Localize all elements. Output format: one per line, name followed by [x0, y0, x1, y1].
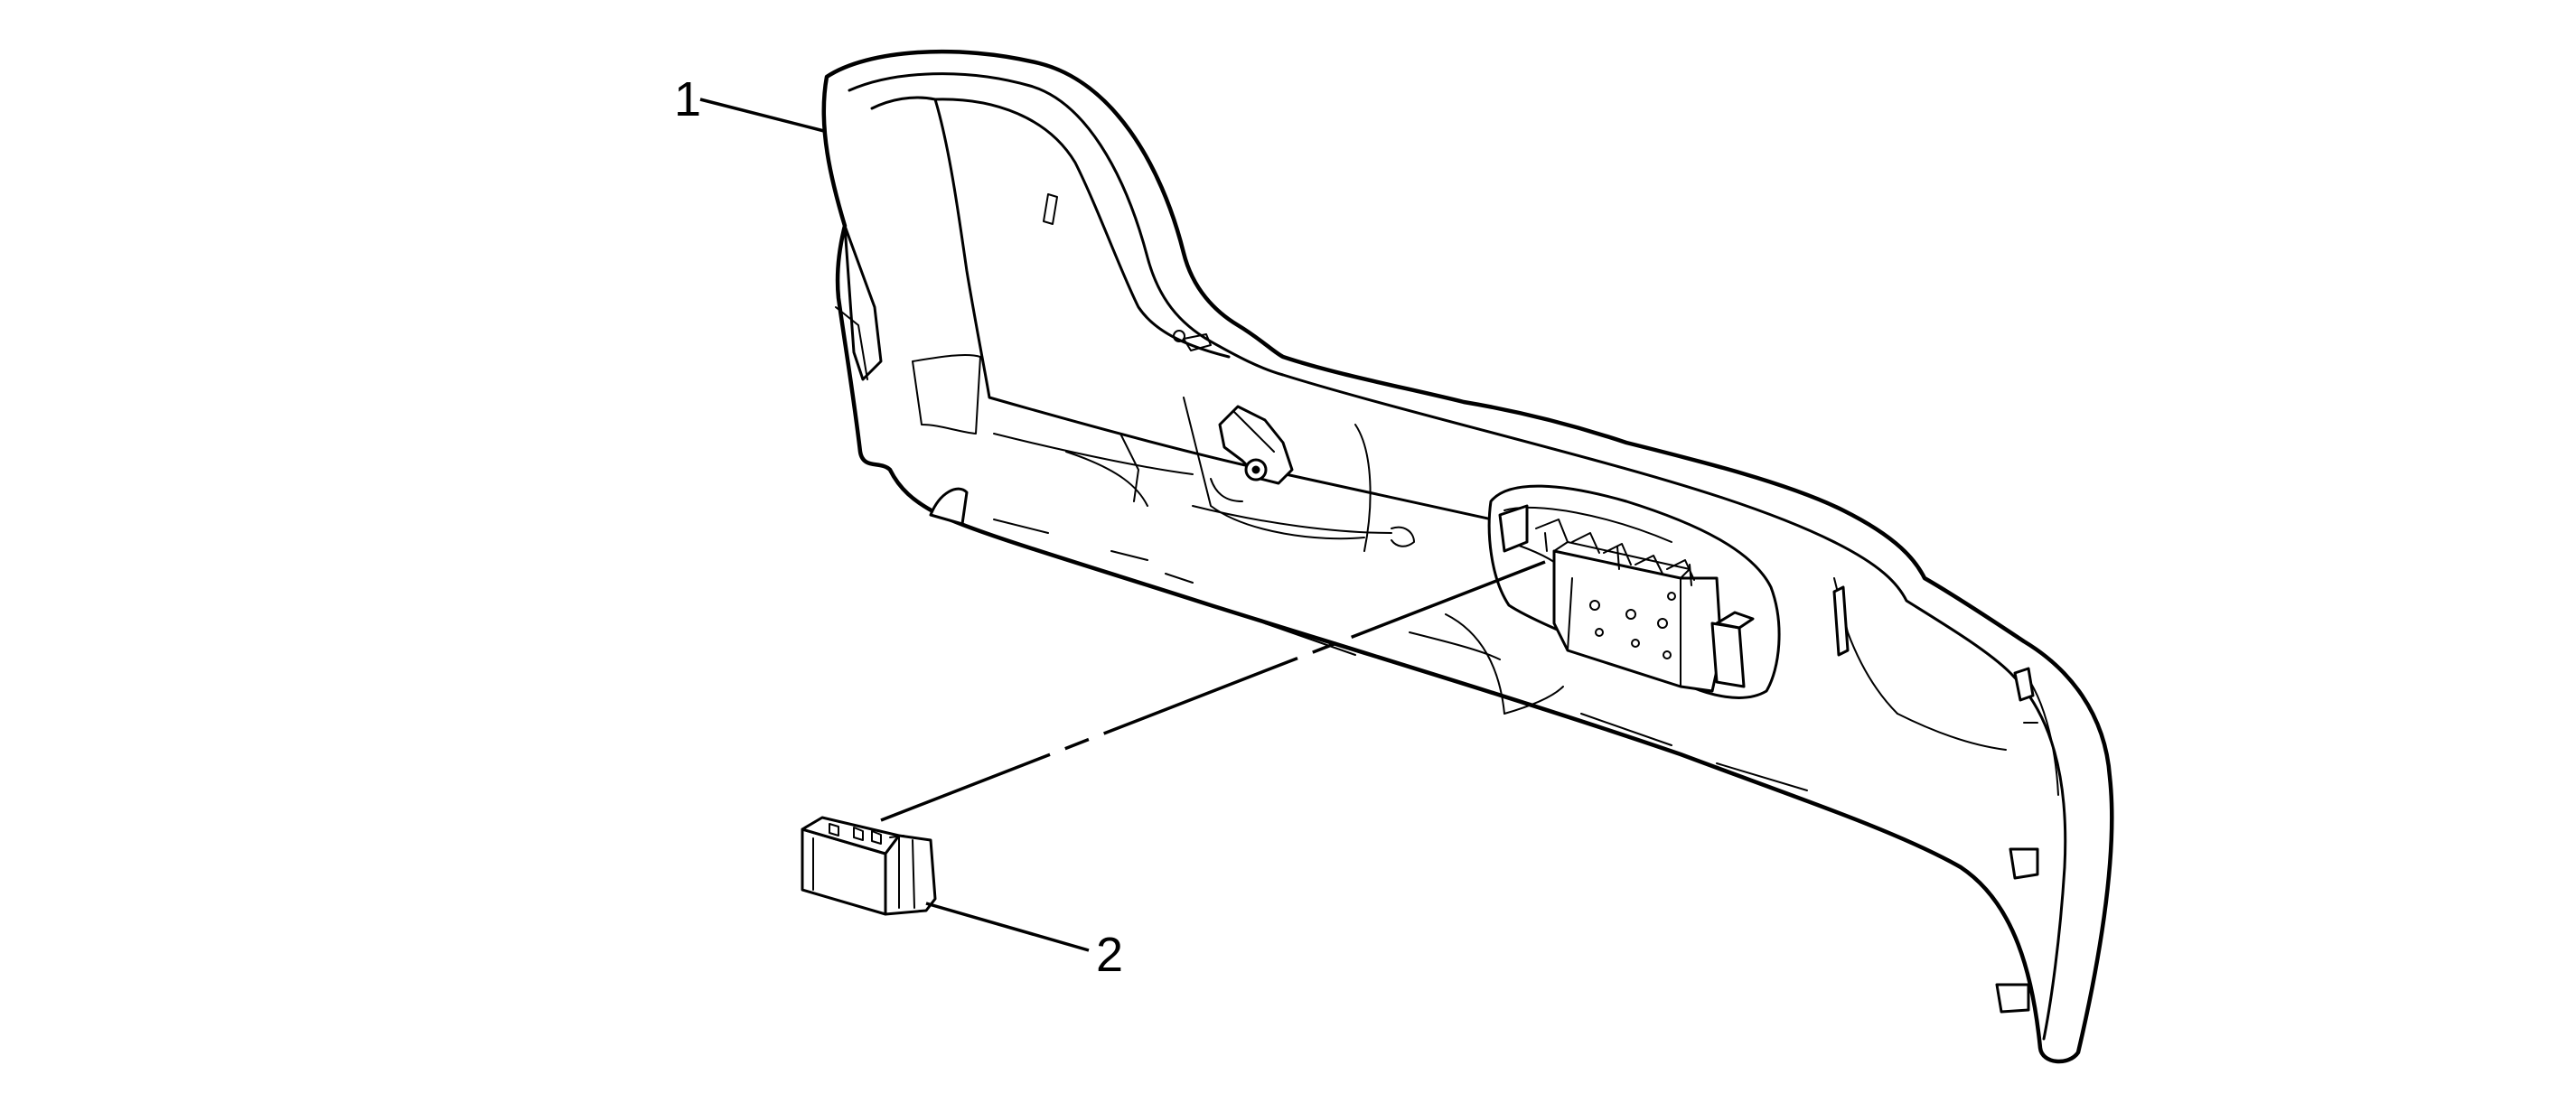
callout-2-label: 2	[1096, 928, 1123, 982]
callout-1-label: 1	[674, 72, 701, 126]
callout-1-leader	[699, 98, 825, 133]
explosion-line	[880, 560, 1546, 822]
switch-mount-bracket	[1487, 484, 1781, 699]
switch-module	[801, 816, 937, 916]
callout-2-leader	[925, 902, 1090, 952]
seat-back-panel	[821, 49, 2114, 1064]
hinge-bracket	[1210, 405, 1294, 502]
